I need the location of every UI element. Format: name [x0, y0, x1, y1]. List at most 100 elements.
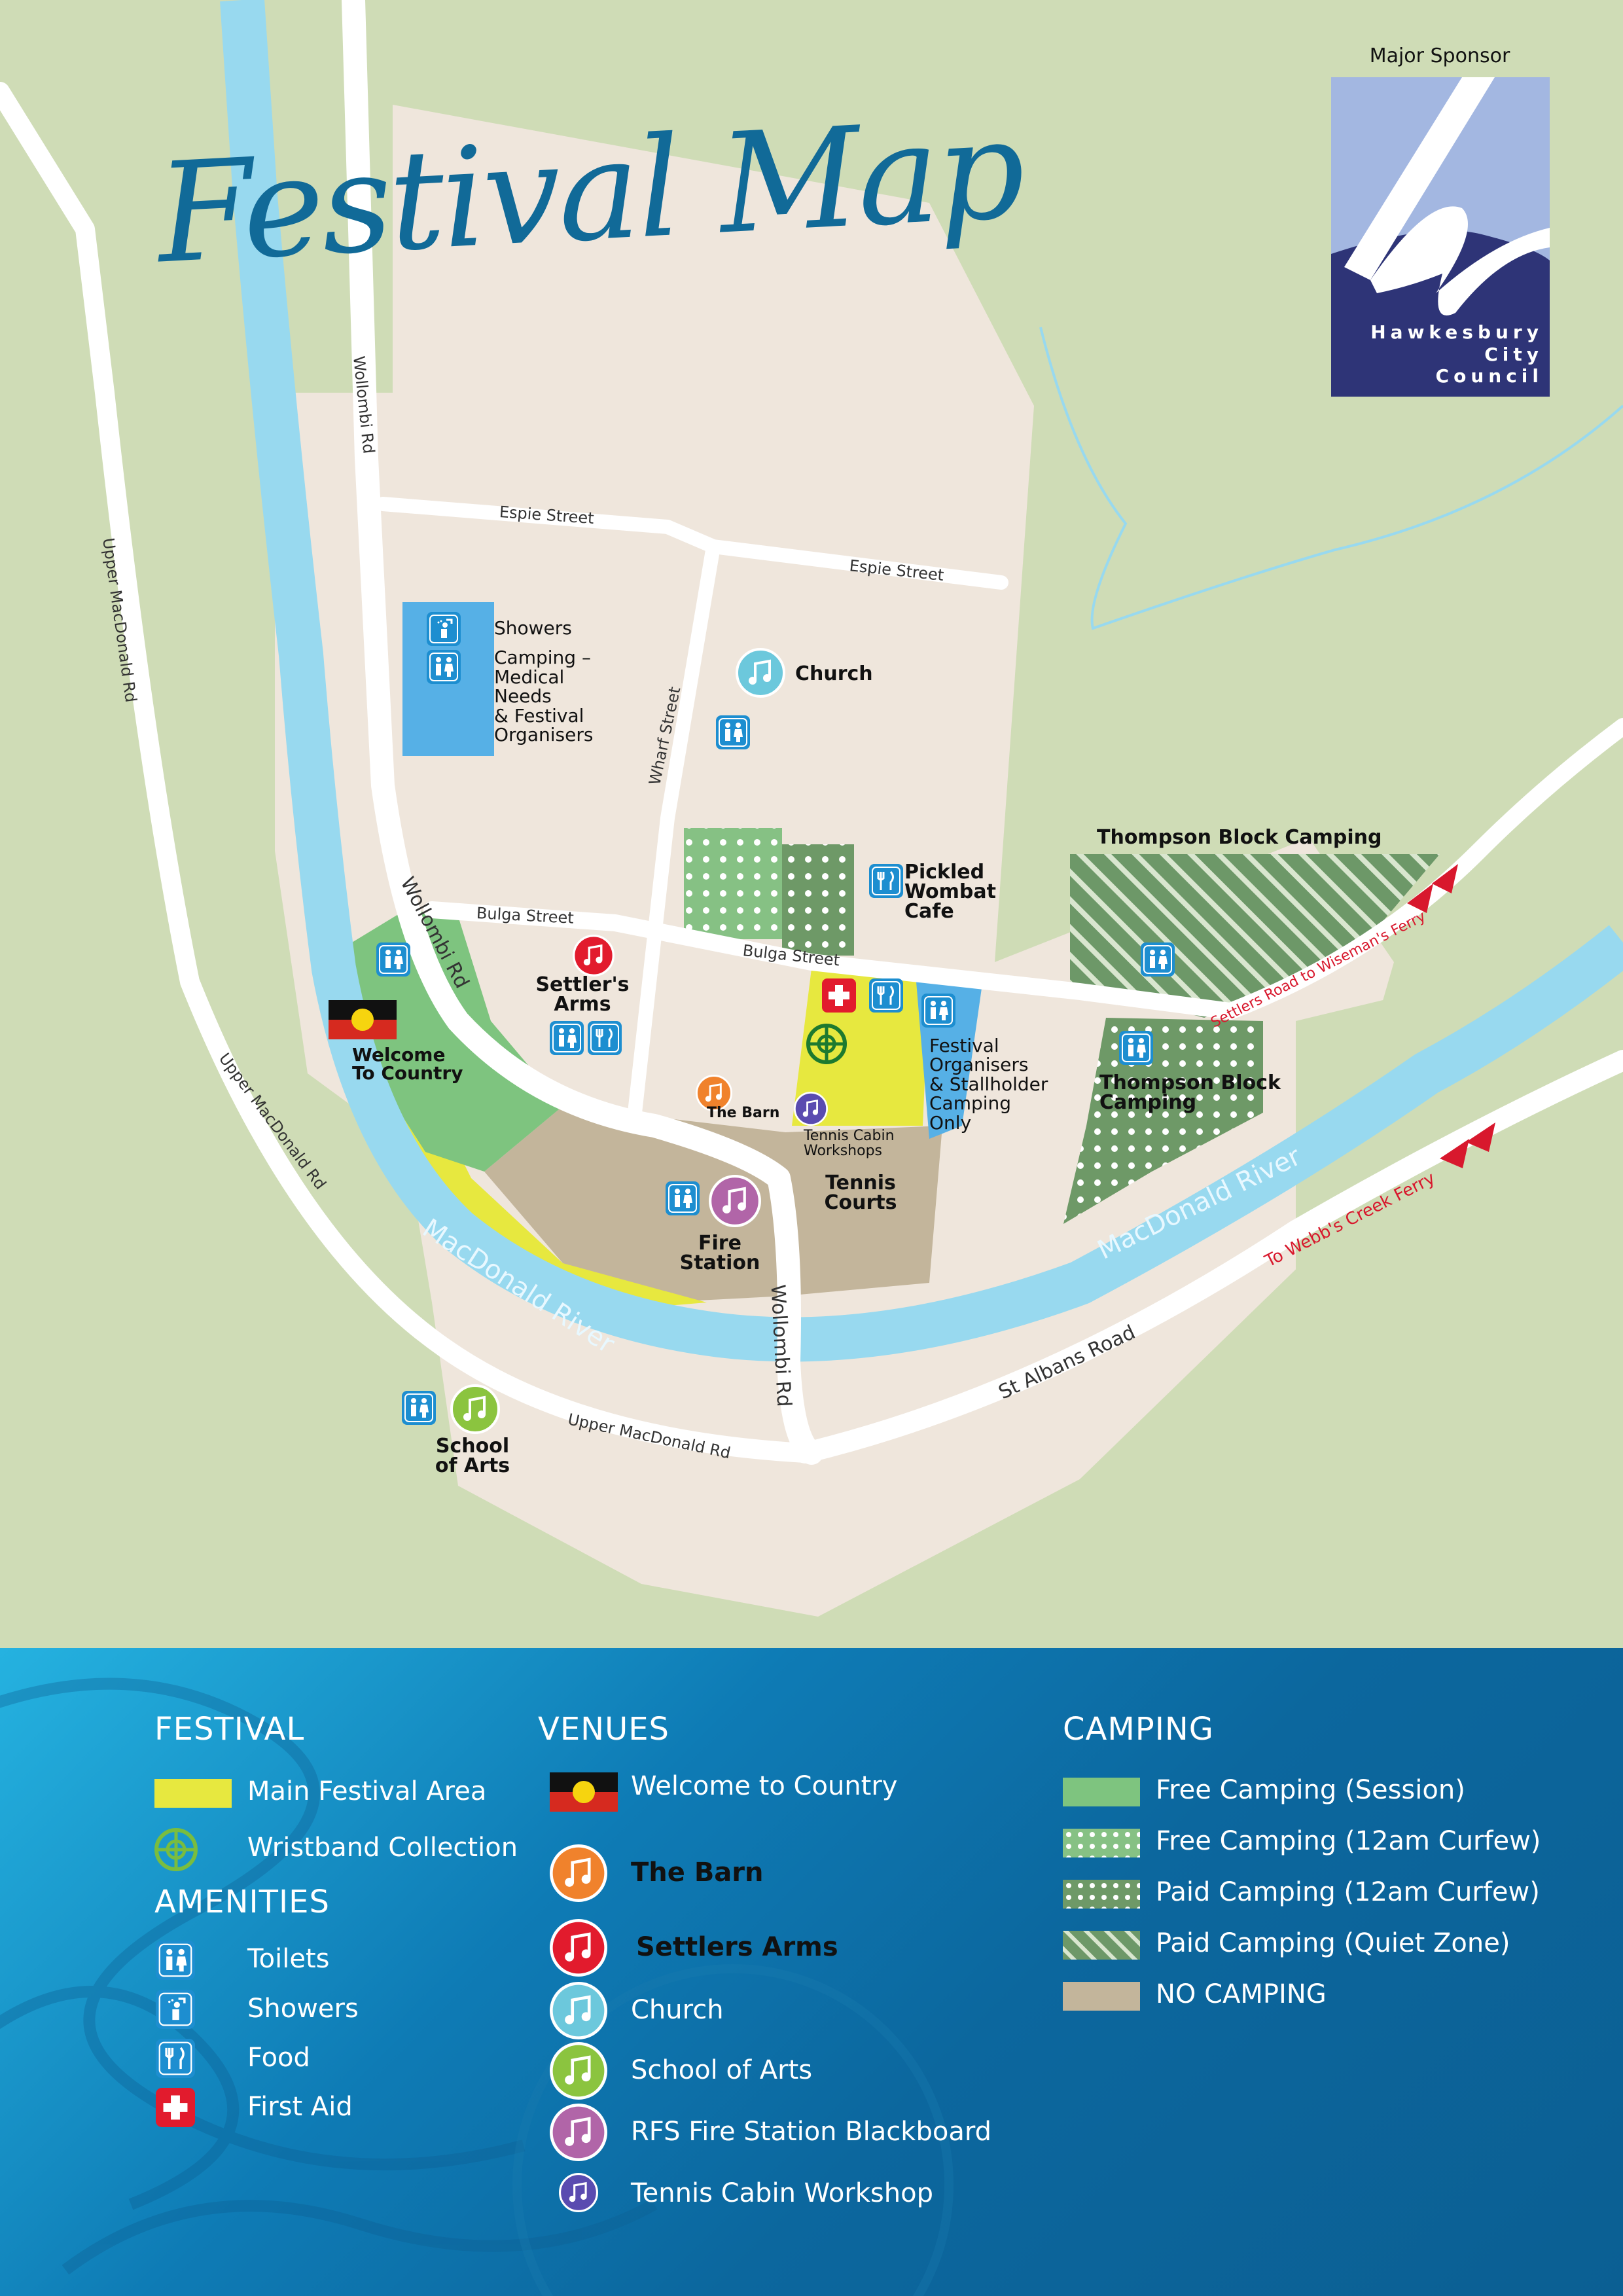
aboriginal-flag-icon [329, 1000, 397, 1039]
the-barn-music-note-icon [696, 1075, 732, 1114]
church-music-note-icon [736, 648, 785, 700]
place-label-tennis-courts: Tennis Courts [824, 1172, 897, 1214]
free-camping-12am-zone [684, 828, 782, 939]
legend-item-first-aid: First Aid [247, 2092, 353, 2122]
place-label-pickled-wombat: Pickled Wombat Cafe [904, 861, 996, 923]
free-camping-12am-swatch [1063, 1829, 1140, 1857]
place-label-thompson-block: Thompson Block Camping [1097, 826, 1382, 849]
legend-item-food: Food [247, 2043, 310, 2073]
sponsor-name: Hawkesbury City Council [1370, 321, 1543, 387]
legend-item-toilets: Toilets [247, 1944, 330, 1974]
sponsor-label: Major Sponsor [1369, 45, 1510, 67]
legend-camping-free-12am: Free Camping (12am Curfew) [1156, 1826, 1541, 1856]
food-icon [869, 864, 903, 901]
legend-camping-paid-quiet: Paid Camping (Quiet Zone) [1156, 1928, 1510, 1958]
toilets-icon [1119, 1031, 1153, 1067]
legend-venue-tennis-cabin: Tennis Cabin Workshop [631, 2178, 933, 2208]
creek [1039, 327, 1623, 630]
legend-camping-free-session: Free Camping (Session) [1156, 1775, 1465, 1805]
legend-venue-welcome: Welcome to Country [631, 1771, 898, 1801]
place-label-showers-block: Showers Camping – Medical Needs & Festiv… [494, 617, 594, 745]
fire-station-music-note-icon [550, 2104, 607, 2164]
paid-camping-12am-zone-wharf [782, 844, 854, 956]
roads [0, 0, 1623, 1465]
paid-camping-quiet-swatch [1063, 1931, 1140, 1960]
ferry-arrow [1466, 1122, 1495, 1152]
espie-street-road [376, 497, 1008, 590]
legend-camping-none: NO CAMPING [1156, 1979, 1327, 2009]
upper-macdonald-rd-road [0, 82, 815, 1463]
place-label-welcome: Welcome To Country [352, 1044, 463, 1084]
legend-venue-school-of-arts: School of Arts [631, 2055, 813, 2085]
food-icon [588, 1021, 622, 1058]
fire-station-music-note-icon [709, 1175, 761, 1230]
wharf-street-road [628, 539, 721, 1120]
first-aid-icon [156, 2088, 195, 2130]
toilets-icon [402, 1391, 436, 1427]
settlers-arms-music-note-icon [573, 935, 615, 979]
food-icon [156, 2039, 195, 2081]
wristband-collection-icon [153, 1827, 199, 1875]
legend-heading-festival: FESTIVAL [154, 1711, 305, 1748]
legend-item-wristband: Wristband Collection [247, 1833, 518, 1863]
legend-venue-the-barn: The Barn [631, 1857, 764, 1888]
ferry-arrow [1407, 884, 1433, 913]
no-camping-swatch [1063, 1982, 1140, 2011]
main-festival-area-swatch [154, 1779, 232, 1808]
wollombi-rd-road [342, 0, 823, 1465]
paid-camping-12am-swatch [1063, 1880, 1140, 1909]
legend-panel: FESTIVAL Main Festival Area Wristband Co… [0, 1648, 1623, 2296]
toilets-icon [376, 942, 410, 979]
legend-heading-camping: CAMPING [1063, 1711, 1214, 1748]
council-logo-icon [1331, 77, 1550, 397]
paid-camping-quiet-zone [1070, 854, 1440, 1018]
ferry-arrow [1440, 1139, 1469, 1168]
settlers-road [1222, 718, 1623, 1020]
bulga-street-road [423, 901, 1239, 1020]
toilets-icon [1141, 942, 1175, 979]
place-label-settlers-arms: Settler's Arms [535, 973, 630, 1016]
first-aid-icon [822, 978, 856, 1015]
place-label-organisers-block: Festival Organisers & Stallholder Campin… [929, 1035, 1048, 1134]
toilets-icon [550, 1021, 584, 1058]
sponsor-logo: Hawkesbury City Council [1331, 77, 1550, 397]
st-albans-road [794, 1050, 1623, 1463]
ferry-arrow [1432, 864, 1458, 893]
place-label-tennis-cabin: Tennis Cabin Workshops [804, 1128, 895, 1160]
macdonald-river [220, 0, 1623, 1362]
legend-background-pattern [0, 1677, 954, 2296]
legend-heading-amenities: AMENITIES [154, 1884, 330, 1920]
the-barn-music-note-icon [550, 1844, 607, 1905]
food-icon [869, 978, 903, 1015]
aboriginal-flag-icon [550, 1772, 618, 1814]
place-label-fire-station: Fire Station [679, 1232, 760, 1274]
place-label-church: Church [795, 662, 873, 685]
showers-icon [156, 1990, 195, 2032]
place-label-the-barn: The Barn [707, 1105, 780, 1121]
wristband-collection-icon [806, 1024, 847, 1064]
paid-camping-12am-zone-thompson [1063, 1018, 1263, 1224]
toilets-icon [427, 650, 461, 687]
school-of-arts-music-note-icon [550, 2042, 607, 2102]
church-music-note-icon [550, 1982, 607, 2042]
legend-venue-church: Church [631, 1995, 724, 2025]
legend-venue-settlers-arms: Settlers Arms [636, 1932, 838, 1962]
settlers-arms-music-note-icon [550, 1919, 607, 1979]
school-of-arts-music-note-icon [450, 1384, 500, 1437]
legend-venue-fire-station: RFS Fire Station Blackboard [631, 2117, 991, 2147]
legend-item-showers: Showers [247, 1994, 359, 2024]
free-camping-session-swatch [1063, 1778, 1140, 1806]
toilets-icon [666, 1181, 700, 1218]
showers-icon [427, 612, 461, 649]
toilets-icon [716, 715, 750, 752]
place-label-thompson-block-camping: Thompson Block Camping [1099, 1071, 1281, 1114]
toilets-icon [156, 1941, 195, 1982]
toilets-icon [921, 994, 955, 1030]
legend-item-main-festival-area: Main Festival Area [247, 1776, 487, 1806]
legend-heading-venues: VENUES [538, 1711, 669, 1748]
tennis-cabin-music-note-icon [794, 1092, 828, 1128]
legend-camping-paid-12am: Paid Camping (12am Curfew) [1156, 1877, 1540, 1907]
place-label-school-of-arts: School of Arts [435, 1435, 510, 1477]
tennis-cabin-music-note-icon [559, 2173, 598, 2215]
